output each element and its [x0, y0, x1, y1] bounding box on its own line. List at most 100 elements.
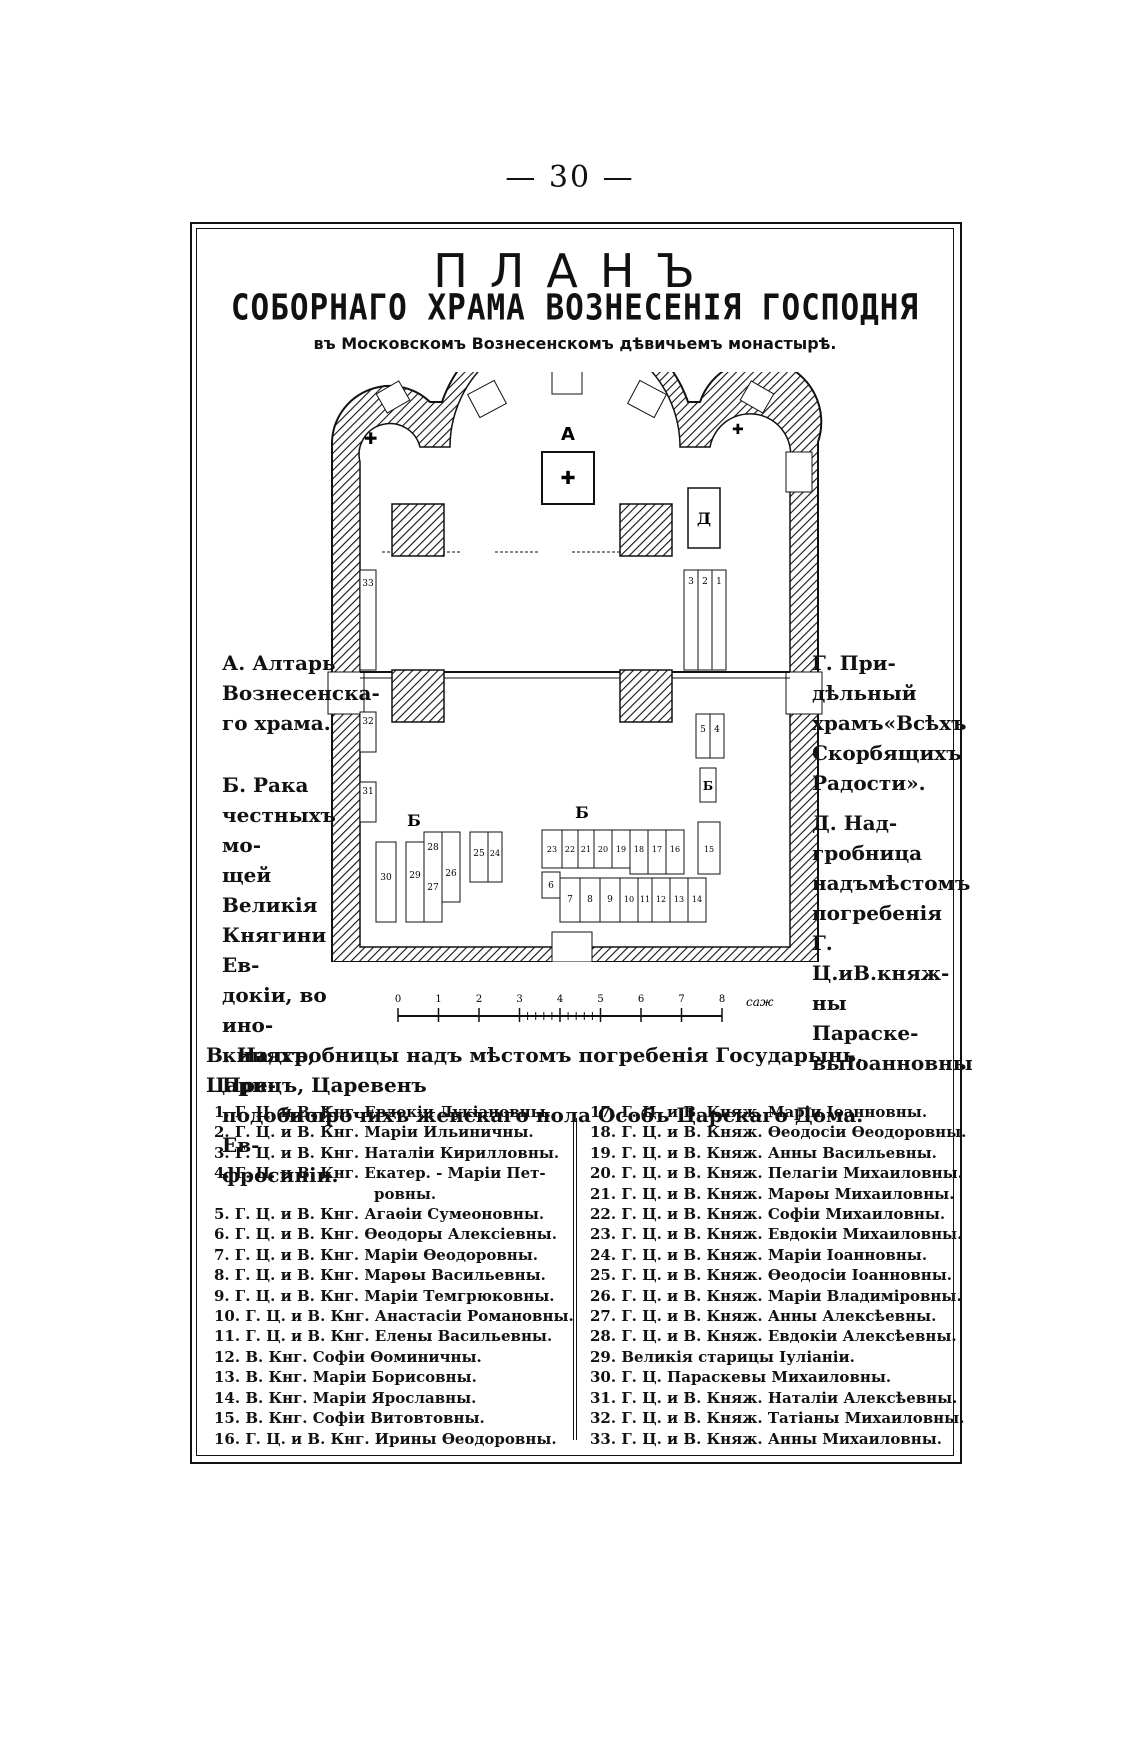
legend-right-column: 17. Г. Ц. и В. Княж. Маріи Іоанновны. 18… — [590, 1102, 967, 1449]
svg-text:24: 24 — [490, 849, 500, 858]
scale-tick-label: 1 — [435, 994, 441, 1005]
legend-entry: 11. Г. Ц. и В. Кнг. Елены Васильевны. — [214, 1327, 553, 1346]
legend-entry: 8. Г. Ц. и В. Кнг. Марѳы Васильевны. — [214, 1266, 546, 1285]
legend-entry: 9. Г. Ц. и В. Кнг. Маріи Темгрюковны. — [214, 1286, 555, 1305]
pillar — [619, 503, 673, 557]
scale-tick-label: 2 — [476, 994, 482, 1005]
legend-entry: 7. Г. Ц. и В. Кнг. Маріи Ѳеодоровны. — [214, 1245, 538, 1264]
legend-entry: 13. В. Кнг. Маріи Борисовны. — [214, 1368, 477, 1387]
svg-text:18: 18 — [634, 845, 644, 854]
svg-text:25: 25 — [473, 849, 485, 859]
svg-text:29: 29 — [409, 871, 421, 881]
scale-tick-label: 5 — [597, 994, 603, 1005]
svg-text:31: 31 — [362, 787, 373, 797]
legend-entry: 21. Г. Ц. и В. Княж. Марѳы Михаиловны. — [590, 1184, 955, 1203]
note-a: А. Алтарь Вознесенска- го храма. — [222, 651, 380, 735]
svg-text:10: 10 — [624, 895, 634, 904]
scale-tick-label: 3 — [516, 994, 522, 1005]
column-divider — [573, 1118, 577, 1440]
reliquary-right-mark: Б — [703, 779, 713, 793]
scale-tick-label: 6 — [638, 994, 644, 1005]
legend-entry: 4. Г. Ц. и В. Кнг. Екатер. - Маріи Пет- — [214, 1164, 546, 1183]
svg-text:21: 21 — [581, 845, 591, 854]
svg-text:9: 9 — [607, 895, 613, 905]
scale-tick-label: 8 — [719, 994, 725, 1005]
scale-tick-label: 0 — [395, 994, 401, 1005]
note-b: Б. Рака честныхъ мо- щей Великія Княгини… — [222, 773, 339, 1187]
svg-text:11: 11 — [640, 895, 650, 904]
svg-text:33: 33 — [362, 579, 374, 589]
svg-text:30: 30 — [380, 873, 392, 883]
legend-left-column: 1. Г. Ц. и В. Кнг. Евдокіи Лукіановны. 2… — [214, 1102, 574, 1449]
legend-heading: В. Надгробницы надъ мѣстомъ погребенія Г… — [206, 1043, 864, 1127]
svg-text:1: 1 — [716, 577, 722, 587]
svg-text:22: 22 — [565, 845, 575, 854]
legend-entry: 5. Г. Ц. и В. Кнг. Агаѳіи Сумеоновны. — [214, 1205, 545, 1224]
svg-text:5: 5 — [700, 725, 706, 735]
legend-entry: 2. Г. Ц. и В. Кнг. Маріи Ильиничны. — [214, 1123, 534, 1142]
svg-text:✚: ✚ — [732, 422, 744, 438]
svg-text:7: 7 — [567, 895, 573, 905]
legend-entry: 33. Г. Ц. и В. Княж. Анны Михаиловны. — [590, 1429, 943, 1448]
svg-text:12: 12 — [656, 895, 666, 904]
altar-table — [541, 451, 595, 505]
svg-text:✚: ✚ — [364, 429, 377, 448]
legend-entry: 12. В. Кнг. Софіи Ѳоминичны. — [214, 1347, 482, 1366]
svg-text:23: 23 — [547, 845, 557, 854]
svg-text:Б: Б — [575, 803, 589, 822]
svg-text:14: 14 — [692, 895, 702, 904]
svg-text:6: 6 — [548, 881, 554, 891]
legend-entry: 18. Г. Ц. и В. Княж. Ѳеодосіи Ѳеодоровны… — [590, 1123, 967, 1142]
svg-text:8: 8 — [587, 895, 593, 905]
scale-tick-label: 4 — [557, 994, 563, 1005]
plan-subtitle: въ Московскомъ Вознесенскомъ дѣвичьемъ м… — [313, 334, 837, 353]
page-frame — [190, 222, 962, 1464]
scale-tick-label: 7 — [678, 994, 684, 1005]
legend-entry: 10. Г. Ц. и В. Кнг. Анастасіи Романовны. — [214, 1307, 574, 1326]
legend-entry: 15. В. Кнг. Софіи Витовтовны. — [214, 1409, 485, 1428]
svg-text:26: 26 — [445, 869, 457, 879]
legend-entry: 25. Г. Ц. и В. Княж. Ѳеодосіи Іоанновны. — [590, 1266, 952, 1285]
pillar — [391, 503, 445, 557]
reliquary-left-label: Б — [407, 811, 421, 830]
svg-text:27: 27 — [427, 883, 439, 893]
page-frame-inner — [196, 228, 954, 1456]
floor-plan: А ✚ ✚ ✚ Д 33 3 2 1 32 31 30 Б 29 28 27 2… — [327, 372, 823, 962]
svg-text:13: 13 — [674, 895, 684, 904]
svg-text:3: 3 — [688, 577, 694, 587]
svg-text:✚: ✚ — [560, 468, 575, 489]
svg-text:4: 4 — [714, 725, 720, 735]
inner-space — [358, 372, 792, 948]
svg-text:17: 17 — [652, 845, 662, 854]
altar-label: А — [561, 424, 575, 445]
legend-entry: 3. Г. Ц. и В. Кнг. Наталіи Кирилловны. — [214, 1143, 560, 1162]
chapel-label: Д — [697, 509, 711, 528]
svg-text:16: 16 — [670, 845, 680, 854]
note-d: Д. Над- гробница надъмѣстомъ погребенія … — [812, 811, 973, 1075]
legend-entry: 24. Г. Ц. и В. Княж. Маріи Іоанновны. — [590, 1245, 928, 1264]
legend-entry: 16. Г. Ц. и В. Кнг. Ирины Ѳеодоровны. — [214, 1429, 557, 1448]
page-number: — 30 — — [505, 160, 635, 195]
legend-entry: ровны. — [374, 1184, 437, 1203]
legend-entry: 1. Г. Ц. и В. Кнг. Евдокіи Лукіановны. — [214, 1103, 551, 1121]
legend-entry: 30. Г. Ц. Параскевы Михаиловны. — [590, 1368, 892, 1387]
svg-text:2: 2 — [702, 577, 708, 587]
legend-entry: 28. Г. Ц. и В. Княж. Евдокіи Алексѣевны. — [590, 1327, 957, 1346]
plan-title-cathedral: СОБОРНАГО ХРАМА ВОЗНЕСЕНІЯ ГОСПОДНЯ — [230, 287, 920, 329]
svg-text:32: 32 — [362, 717, 373, 727]
svg-text:15: 15 — [704, 845, 714, 854]
legend-entry: 22. Г. Ц. и В. Княж. Софіи Михаиловны. — [590, 1205, 946, 1224]
legend-entry: 14. В. Кнг. Маріи Ярославны. — [214, 1388, 477, 1407]
legend-entry: 17. Г. Ц. и В. Княж. Маріи Іоанновны. — [590, 1103, 928, 1121]
pillar — [391, 669, 445, 723]
pillar — [619, 669, 673, 723]
legend-entry: 20. Г. Ц. и В. Княж. Пелагіи Михаиловны. — [590, 1164, 963, 1183]
plan-title: ПЛАНЪ — [433, 244, 717, 298]
scale-unit: саж — [746, 995, 774, 1009]
legend-entry: 19. Г. Ц. и В. Княж. Анны Васильевны. — [590, 1143, 937, 1162]
svg-text:28: 28 — [427, 843, 439, 853]
legend-entry: 23. Г. Ц. и В. Княж. Евдокіи Михаиловны. — [590, 1225, 963, 1244]
legend-entry: 27. Г. Ц. и В. Княж. Анны Алексѣевны. — [590, 1307, 937, 1326]
legend-entry: 29. Великія старицы Іуліаніи. — [590, 1347, 855, 1366]
legend-entry: 26. Г. Ц. и В. Княж. Маріи Владиміровны. — [590, 1286, 962, 1305]
